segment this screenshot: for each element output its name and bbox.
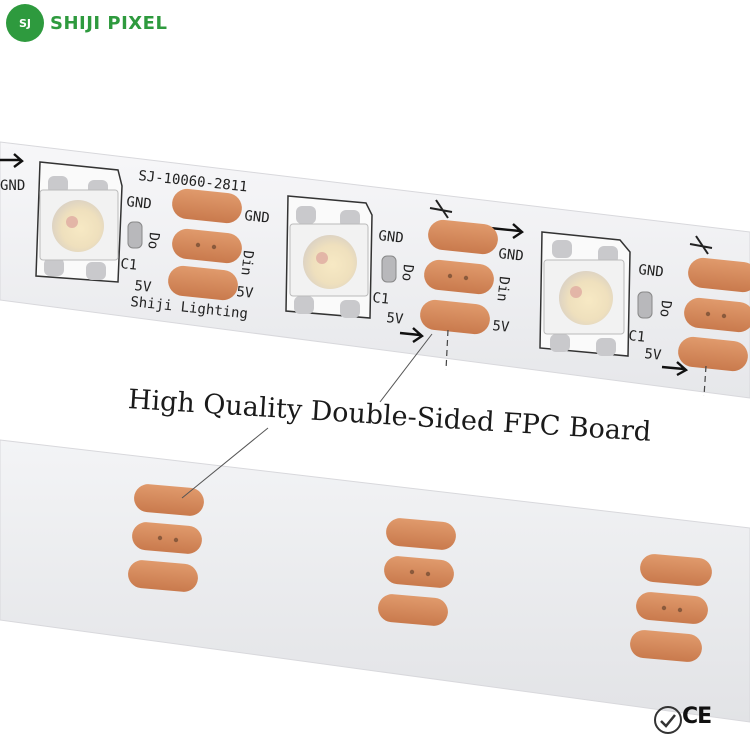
bottom-strip [0, 439, 750, 723]
logo-badge: SJ [6, 4, 44, 42]
callout-line [181, 333, 433, 499]
pad-label-5v: 5V [236, 284, 255, 302]
certification-marks: CE [650, 704, 712, 729]
chip-label-do: Do [398, 264, 416, 282]
scissors-icon [429, 199, 713, 255]
pad-label-din: Din [237, 250, 256, 277]
arrow-icon [0, 153, 689, 377]
chip-label-gnd: GND [378, 228, 405, 247]
chip-label-gnd: GND [638, 262, 665, 281]
pad-label-5v: 5V [492, 318, 511, 336]
ce-mark: CE [682, 704, 712, 729]
led-chip [285, 195, 373, 319]
led-chip [539, 231, 631, 357]
solder-pads [168, 188, 750, 372]
chip-label-5v: 5V [644, 346, 663, 364]
brand-name: SHIJI PIXEL [50, 12, 168, 34]
chip-label-do: Do [656, 300, 674, 318]
via-holes [195, 242, 727, 319]
pad-label-gnd: GND [498, 246, 525, 265]
capacitor [127, 221, 653, 319]
chip-label-c1: C1 [120, 256, 138, 274]
pad-label-din: Din [493, 276, 512, 303]
certification-seal-icon [654, 706, 682, 734]
chip-label-5v: 5V [134, 278, 153, 296]
led-chip [35, 161, 123, 283]
chip-label-c1: C1 [372, 290, 390, 308]
solder-pads [128, 484, 712, 662]
pad-label-gnd: GND [0, 178, 25, 194]
chip-label-gnd: GND [126, 194, 153, 213]
chip-label-do: Do [144, 232, 162, 250]
chip-label-c1: C1 [628, 328, 646, 346]
top-strip: SJ-10060-2811 Shiji Lighting GND GND 5V … [0, 141, 750, 399]
brand-logo: SJ SHIJI PIXEL [6, 4, 167, 42]
chip-label-5v: 5V [386, 310, 405, 328]
pad-label-gnd: GND [244, 208, 271, 227]
